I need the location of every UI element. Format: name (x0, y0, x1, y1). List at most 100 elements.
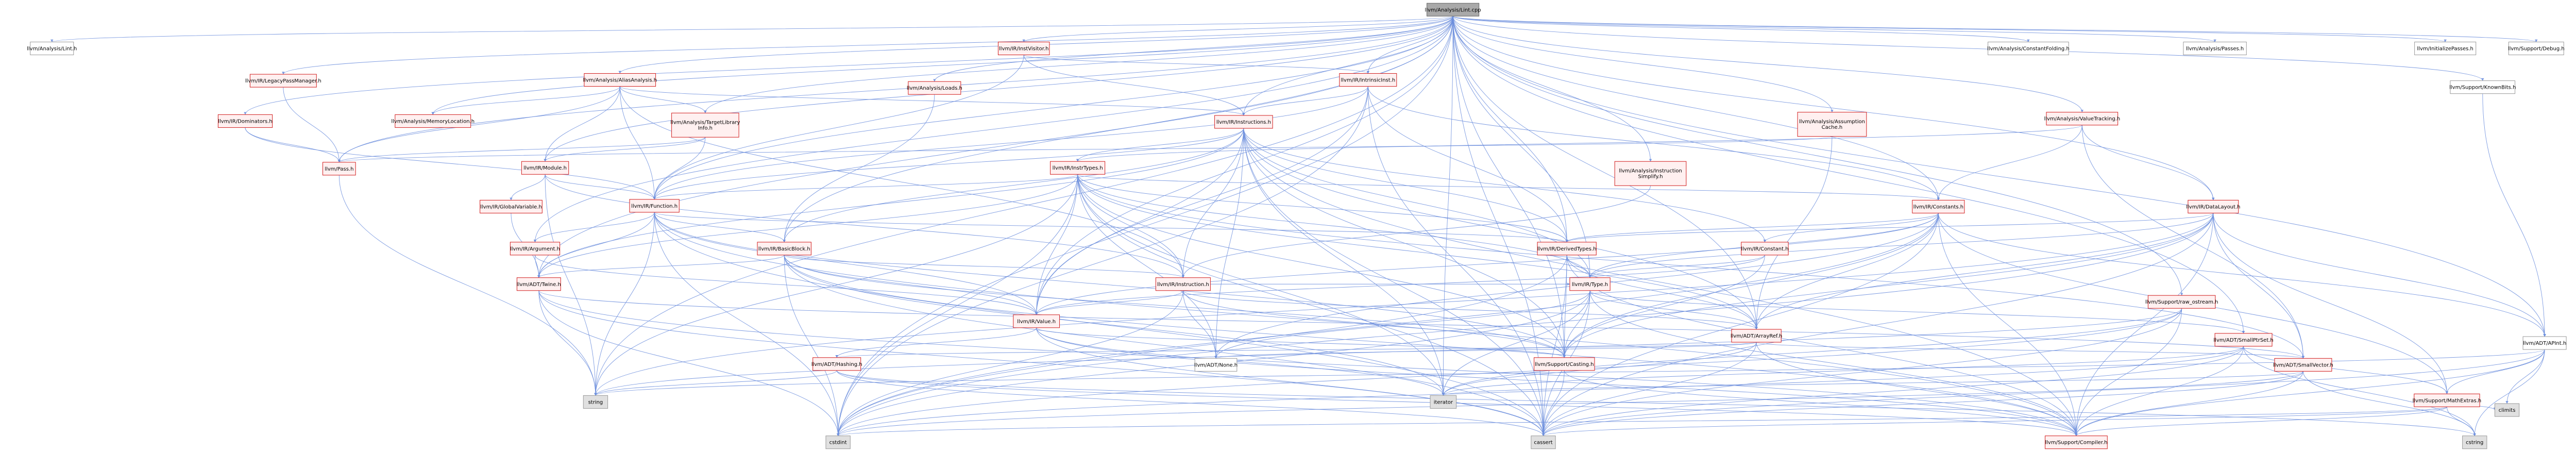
edge-ir-inst-types-to-std-iterator (1077, 174, 1445, 396)
edge-adt-twine-to-support-compiler (538, 290, 2078, 437)
edge-math-extras-to-std-cstdint (837, 406, 2447, 437)
edge-root-to-array-ref (1452, 16, 1758, 330)
node-ir-constant[interactable]: llvm/IR/Constant.h (1741, 242, 1789, 256)
node-ir-argument[interactable]: llvm/IR/Argument.h (510, 242, 561, 256)
node-label: llvm/IR/Function.h (631, 204, 677, 209)
node-init-passes[interactable]: llvm/InitializePasses.h (2414, 41, 2477, 55)
node-label: llvm/IR/DataLayout.h (2186, 204, 2240, 210)
node-ir-type[interactable]: llvm/IR/Type.h (1569, 277, 1611, 291)
node-box (1988, 41, 2069, 55)
node-array-ref[interactable]: llvm/ADT/ArrayRef.h (1731, 329, 1783, 343)
node-label: llvm/IR/Dominators.h (218, 119, 273, 124)
node-label: llvm/InitializePasses.h (2417, 46, 2473, 52)
node-ir-inst-types[interactable]: llvm/IR/InstrTypes.h (1050, 161, 1106, 175)
node-memory-location[interactable]: llvm/Analysis/MemoryLocation.h (391, 114, 474, 128)
node-box (1741, 242, 1789, 256)
edge-adt-aps-int-to-std-cstring (2473, 349, 2545, 437)
node-support-debug[interactable]: llvm/Support/Debug.h (2508, 41, 2565, 55)
node-pass-h[interactable]: llvm/Pass.h (323, 162, 356, 176)
edge-raw-ostream-to-std-cstdint (837, 308, 2182, 437)
node-box (1050, 161, 1106, 175)
node-analysis-passes[interactable]: llvm/Analysis/Passes.h (2183, 41, 2247, 55)
edge-pass-h-to-std-string (338, 175, 597, 396)
node-label: llvm/Support/Debug.h (2508, 46, 2565, 52)
node-ir-constants[interactable]: llvm/IR/Constants.h (1912, 199, 1965, 213)
node-label: llvm/IR/GlobalVariable.h (480, 204, 542, 210)
node-known-bits[interactable]: llvm/Support/KnownBits.h (2449, 80, 2516, 94)
node-box (1427, 3, 1480, 16)
node-support-compiler[interactable]: llvm/Support/Compiler.h (2045, 436, 2108, 449)
edge-root-to-ir-instructions (1242, 16, 1453, 116)
node-box (1534, 357, 1595, 371)
edge-ir-function-to-adt-twine (537, 212, 655, 278)
node-legacy-pm[interactable]: llvm/IR/LegacyPassManager.h (245, 74, 321, 88)
edge-ir-constants-to-adt-aps-int (1938, 213, 2546, 337)
node-dominators[interactable]: llvm/IR/Dominators.h (217, 114, 273, 128)
node-box (480, 199, 543, 213)
node-analysis-loads[interactable]: llvm/Analysis/Loads.h (907, 81, 962, 95)
node-label: llvm/IR/Type.h (1572, 282, 1608, 288)
node-ir-value[interactable]: llvm/IR/Value.h (1013, 314, 1060, 328)
edge-root-to-value-tracking (1452, 16, 2083, 113)
edge-ir-function-to-std-cassert (654, 212, 1545, 437)
node-support-casting[interactable]: llvm/Support/Casting.h (1534, 357, 1595, 371)
node-small-vector[interactable]: llvm/ADT/SmallVector.h (2273, 358, 2333, 372)
node-ir-function[interactable]: llvm/IR/Function.h (629, 199, 680, 213)
node-label: llvm/ADT/Twine.h (517, 282, 561, 288)
node-adt-hashing[interactable]: llvm/ADT/Hashing.h (811, 357, 862, 371)
node-box (2508, 41, 2564, 55)
node-inst-visitor[interactable]: llvm/IR/InstVisitor.h (997, 41, 1050, 55)
node-math-extras[interactable]: llvm/Support/MathExtras.h (2413, 393, 2482, 407)
node-raw-ostream[interactable]: llvm/Support/raw_ostream.h (2145, 295, 2218, 309)
edge-small-vector-to-std-cstdint (837, 371, 2303, 437)
node-box (1537, 242, 1597, 256)
node-ir-instruction[interactable]: llvm/IR/Instruction.h (1155, 277, 1211, 291)
edge-math-extras-to-std-cassert (1542, 406, 2447, 437)
node-box (825, 436, 851, 449)
node-value-tracking[interactable]: llvm/Analysis/ValueTracking.h (2044, 112, 2120, 126)
node-data-layout[interactable]: llvm/IR/DataLayout.h (2186, 199, 2240, 213)
edge-root-to-analysis-passes (1452, 15, 2216, 42)
node-label: llvm/Analysis/ConstantFolding.h (1987, 46, 2070, 52)
node-intrinsic-inst[interactable]: llvm/IR/IntrinsicInst.h (1339, 73, 1397, 87)
node-adt-none[interactable]: llvm/ADT/None.h (1194, 358, 1238, 372)
node-adt-twine[interactable]: llvm/ADT/Twine.h (517, 277, 561, 291)
edge-array-ref-to-small-vector (1756, 342, 2304, 359)
node-basic-block[interactable]: llvm/IR/BasicBlock.h (757, 242, 811, 256)
node-label: llvm/IR/IntrinsicInst.h (1341, 78, 1395, 83)
node-box (1339, 73, 1397, 87)
edge-ir-instructions-to-ir-constant (1243, 128, 1767, 243)
edge-alias-analysis-to-ir-instruction (619, 86, 1185, 278)
edge-ir-instruction-to-adt-none (1182, 290, 1217, 359)
node-global-variable[interactable]: llvm/IR/GlobalVariable.h (480, 199, 543, 213)
edge-ir-constants-to-std-cstdint (836, 213, 1939, 437)
node-derived-types[interactable]: llvm/IR/DerivedTypes.h (1537, 242, 1597, 256)
edge-alias-analysis-to-ir-instructions (619, 86, 1245, 116)
edge-root-to-analysis-loads (933, 16, 1453, 82)
edge-root-to-std-cassert (1452, 16, 1545, 437)
edge-ir-instructions-to-array-ref (1243, 128, 1758, 330)
node-ir-instructions[interactable]: llvm/IR/Instructions.h (1214, 115, 1273, 129)
node-label: llvm/IR/Constant.h (1741, 246, 1788, 252)
edge-basic-block-to-std-iterator (784, 255, 1445, 396)
edge-ir-inst-types-to-array-ref (1077, 174, 1758, 330)
node-label: llvm/IR/InstVisitor.h (999, 46, 1048, 52)
node-constant-folding[interactable]: llvm/Analysis/ConstantFolding.h (1987, 41, 2070, 55)
edge-ir-inst-types-to-ir-value (1035, 174, 1078, 315)
node-box (1731, 329, 1782, 343)
node-adt-aps-int[interactable]: llvm/ADT/APInt.h (2522, 336, 2567, 350)
node-box (2188, 199, 2239, 213)
node-small-ptr-set[interactable]: llvm/ADT/SmallPtrSet.h (2213, 333, 2274, 347)
node-alias-analysis[interactable]: llvm/Analysis/AliasAnalysis.h (583, 73, 657, 87)
node-lint-h[interactable]: llvm/Analysis/Lint.h (27, 41, 77, 55)
edge-root-to-legacy-pm (282, 16, 1453, 75)
node-box (1214, 115, 1273, 129)
edge-ir-type-to-support-compiler (1589, 290, 2078, 437)
node-label: llvm/ADT/Hashing.h (811, 362, 862, 367)
edge-alias-analysis-to-pass-h (337, 86, 620, 163)
node-root[interactable]: llvm/Analysis/Lint.cpp (1425, 3, 1481, 16)
node-ir-module[interactable]: llvm/IR/Module.h (521, 161, 569, 175)
